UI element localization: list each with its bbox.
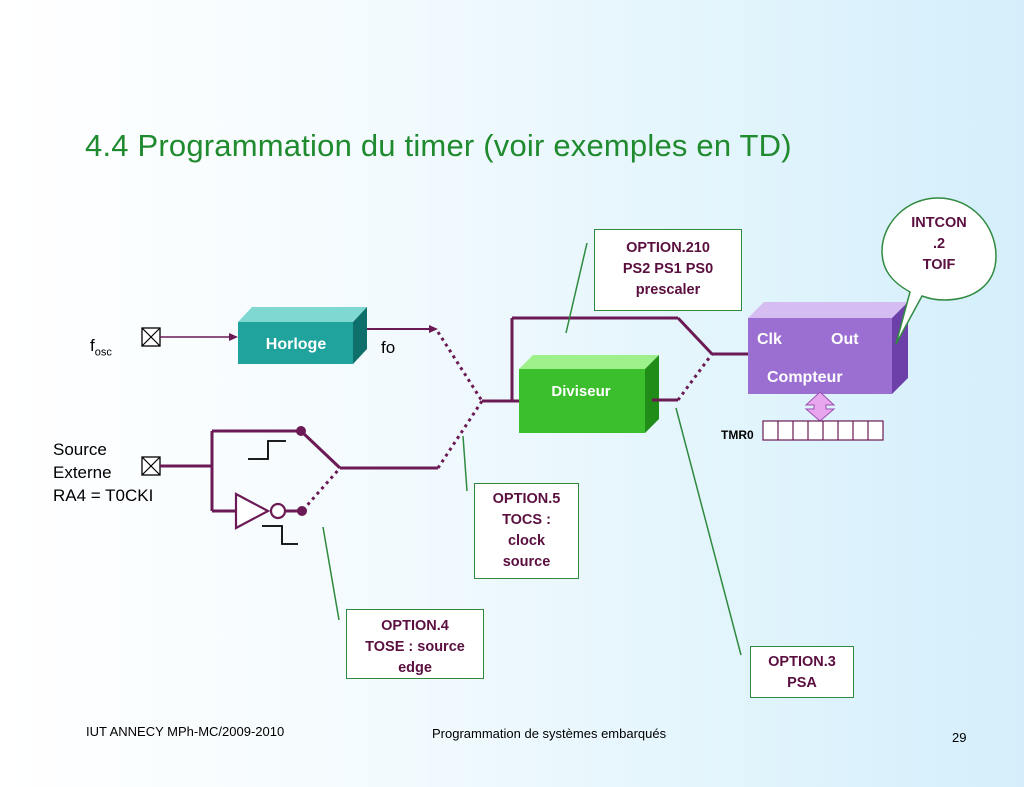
- intcon-callout-text: INTCON .2 TOIF: [911, 215, 967, 273]
- option3-callout: OPTION.3 PSA: [750, 646, 854, 698]
- intcon-bubble: [881, 197, 997, 345]
- diviseur-label: Diviseur: [551, 383, 610, 400]
- option5-callout: OPTION.5 TOCS : clock source: [474, 483, 579, 579]
- fo-arrowhead: [429, 325, 438, 333]
- tmr0-register: [762, 420, 884, 441]
- option210-leader: [565, 242, 588, 334]
- tmr0-double-arrow: [804, 391, 836, 422]
- external-source-label: Source Externe RA4 = T0CKI: [53, 440, 154, 505]
- fosc-arrowhead: [229, 333, 238, 341]
- tocs-selector-closed: [436, 400, 484, 469]
- option5-leader: [462, 435, 468, 492]
- diviseur-block: [519, 355, 659, 433]
- psa-selector-closed: [676, 316, 714, 356]
- tmr0-label: TMR0: [721, 428, 754, 442]
- compteur-clk-label: Clk: [757, 331, 782, 348]
- footer-center: Programmation de systèmes embarqués: [432, 726, 667, 741]
- page-number: 29: [952, 730, 967, 745]
- psa-selector-open: [676, 353, 714, 401]
- horloge-block: [238, 307, 367, 364]
- fosc-terminal: [141, 327, 161, 347]
- fo-label: fo: [381, 338, 396, 357]
- footer-left: IUT ANNECY MPh-MC/2009-2010: [86, 724, 285, 739]
- option210-callout: OPTION.210 PS2 PS1 PS0 prescaler: [594, 229, 742, 311]
- horloge-label: Horloge: [266, 336, 327, 353]
- tocs-selector-open: [436, 331, 484, 402]
- option3-leader: [675, 407, 742, 656]
- option4-callout: OPTION.4 TOSE : source edge: [346, 609, 484, 679]
- compteur-out-label: Out: [831, 331, 859, 348]
- fosc-label: fosc: [90, 336, 112, 359]
- compteur-block: [748, 302, 908, 394]
- option4-leader: [322, 526, 340, 621]
- slide-title: 4.4 Programmation du timer (voir exemple…: [85, 128, 792, 163]
- edge-select-circuit: [160, 426, 342, 545]
- compteur-label: Compteur: [767, 369, 843, 386]
